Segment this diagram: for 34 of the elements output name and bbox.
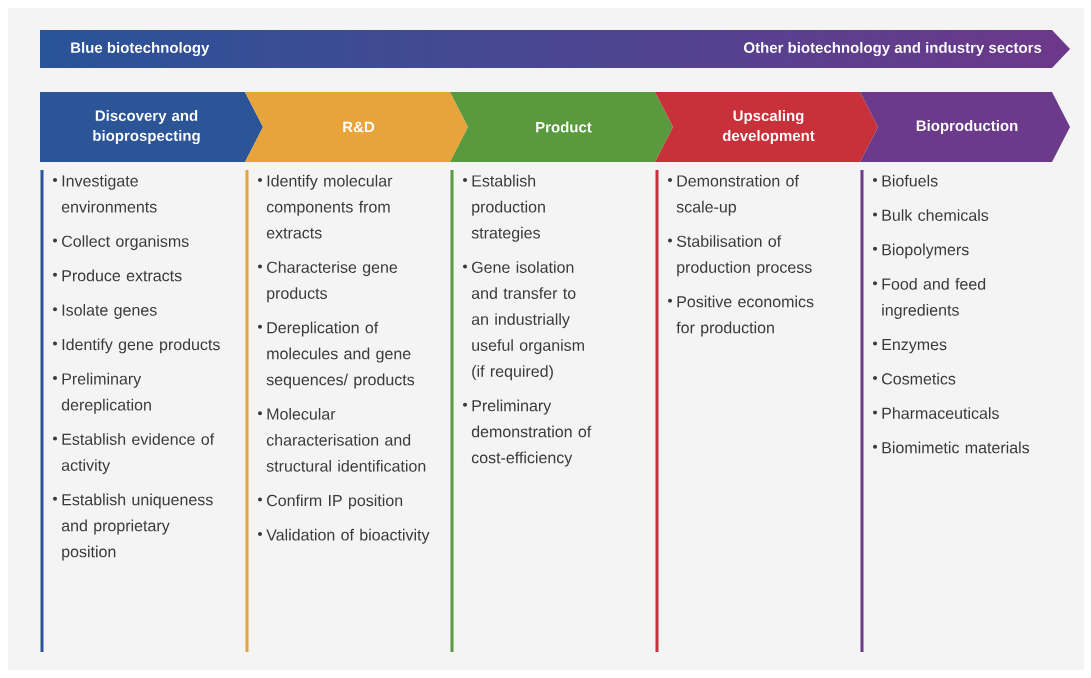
bullet-item: Validation of bioactivity — [258, 528, 430, 544]
bullet-item: Enzymes — [873, 339, 947, 354]
chevron-header: Product — [450, 92, 673, 162]
bullet-item: Dereplication of molecules and gene sequences/ products — [258, 321, 415, 389]
chevron-header: R&D — [245, 92, 468, 162]
bullet-item: Identify gene products — [53, 338, 220, 354]
bullet-item: Preliminary dereplication — [53, 372, 151, 414]
bullet-item: Demonstration of scale-up — [668, 174, 799, 216]
bullet-item: Collect organisms — [53, 235, 189, 251]
bullet-item: Bulk chemicals — [873, 209, 989, 221]
bullet-item: Confirm IP position — [258, 494, 403, 510]
bullet-item: Investigate environments — [53, 174, 157, 213]
bullet-item: Gene isolation and transfer to an industrially useful organism (if required) — [463, 261, 584, 381]
bullet-item: Produce extracts — [53, 269, 182, 282]
bullet-item: Cosmetics — [873, 372, 956, 385]
bullet-item: Food and feed ingredients — [873, 278, 986, 319]
bullet-item: Molecular characterisation and structural identification — [258, 408, 426, 472]
bullet-item: Biofuels — [873, 174, 938, 187]
bullet-item: Establish evidence of activity — [53, 433, 215, 475]
bullet-item: Biopolymers — [873, 243, 969, 259]
bullet-item: Establish uniqueness and proprietary position — [53, 493, 213, 561]
bullet-item: Preliminary demonstration of cost-efficiency — [463, 399, 592, 467]
bullet-item: Positive economics for production — [668, 295, 814, 337]
chevron-header: Bioproduction — [860, 92, 1070, 162]
bullet-item: Pharmaceuticals — [873, 407, 999, 419]
banner-arrow: Blue biotechnology Other biotechnology and industry sectors — [71, 42, 1042, 57]
bullet-item: Biomimetic materials — [873, 441, 1030, 454]
bullet-item: Identify molecular components from extracts — [258, 174, 393, 239]
bullet-item: Establish production strategies — [463, 174, 545, 242]
bullet-item: Isolate genes — [53, 304, 157, 319]
chevron-header: Discovery and bioprospecting — [40, 92, 263, 162]
bullet-item: Stabilisation of production process — [668, 235, 812, 277]
bullet-item: Characterise gene products — [258, 261, 398, 303]
chevron-header: Upscaling development — [655, 92, 878, 162]
